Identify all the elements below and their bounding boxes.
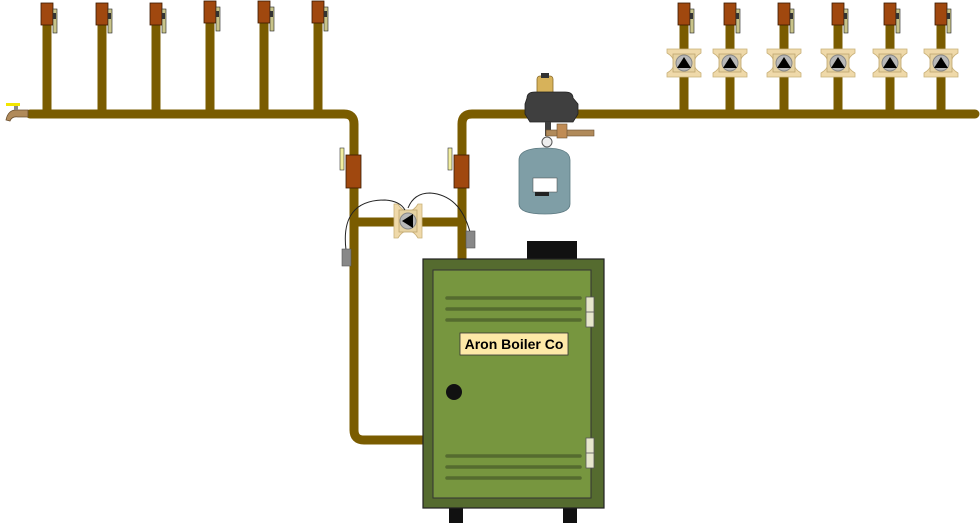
left-supply-header <box>25 109 431 445</box>
expansion-tank-assembly <box>518 73 595 215</box>
temperature-sensors <box>341 192 476 267</box>
boiler-sight-glass <box>446 384 462 400</box>
boiler-circulator-pump <box>393 203 423 239</box>
zone-circulator-pumps <box>666 48 959 78</box>
boiler-label: Aron Boiler Co <box>465 336 564 352</box>
boiler-hinges <box>585 296 595 469</box>
boiler-vent-grille <box>445 296 582 480</box>
right-zone-valves <box>677 2 952 34</box>
boiler: Aron Boiler Co <box>422 241 605 523</box>
isolation-valves <box>339 147 470 189</box>
right-return-header <box>457 109 980 267</box>
boiler-nameplate <box>459 332 569 356</box>
drain-faucet-icon <box>5 103 29 122</box>
left-zone-valves <box>40 0 329 34</box>
